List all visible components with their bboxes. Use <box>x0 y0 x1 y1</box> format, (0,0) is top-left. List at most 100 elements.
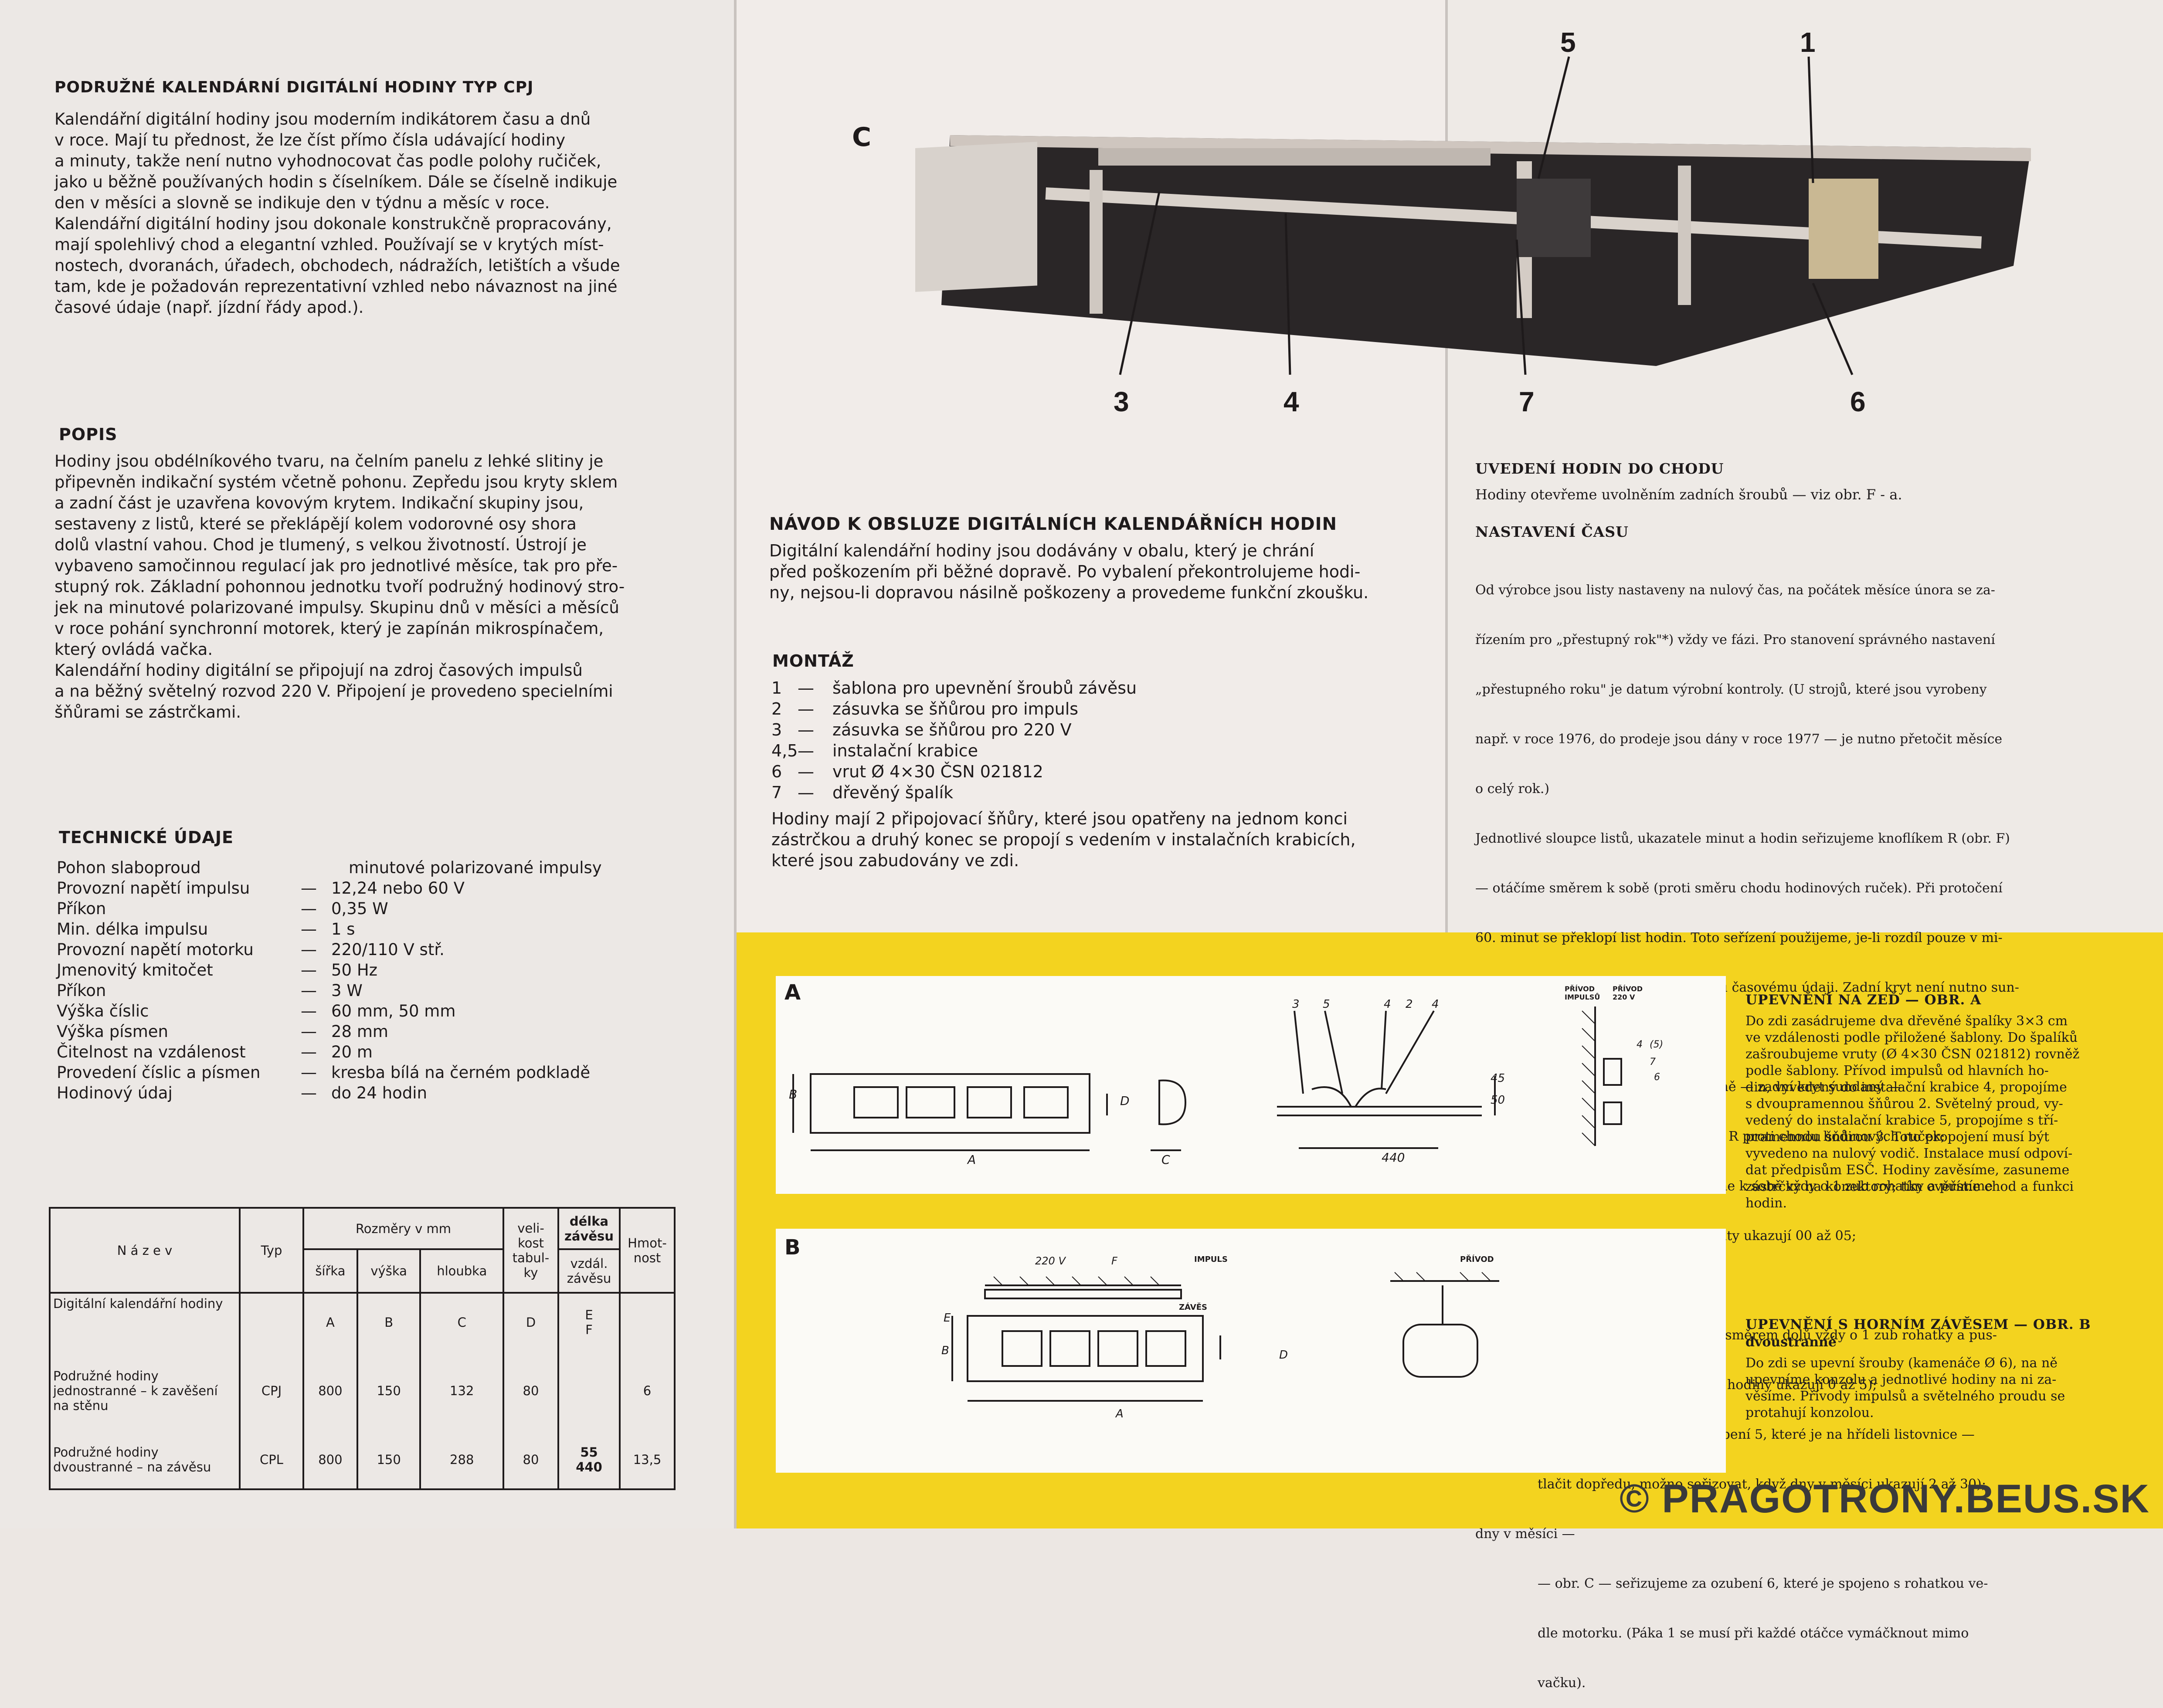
mechanism-photo <box>915 135 2031 366</box>
spec-row: Min. délka impulsu—1 s <box>57 920 355 939</box>
popis-line: připevněn indikační systém včetně pohonu… <box>54 473 618 491</box>
spec-row: Hodinový údaj—do 24 hodin <box>57 1084 428 1102</box>
spec-row: Provozní napětí motorku—220/110 V stř. <box>57 940 445 959</box>
dimensions-table: N á z e v Typ Rozměry v mm veli- kost ta… <box>49 1207 676 1491</box>
navod-heading: NÁVOD K OBSLUZE DIGITÁLNÍCH KALENDÁŘNÍCH… <box>769 514 1338 534</box>
part-4b: 4 <box>1432 998 1439 1011</box>
spec-row: Čitelnost na vzdálenost—20 m <box>57 1043 373 1061</box>
part-2: 2 <box>1406 998 1413 1011</box>
th-velikost: veli- kost tabul- ky <box>503 1207 559 1294</box>
part-5: 5 <box>1323 998 1330 1011</box>
popis-line: sestaveny z listů, které se překlápějí k… <box>54 515 577 533</box>
intro-line: Kalendářní digitální hodiny jsou dokonal… <box>54 214 612 233</box>
v220-label: 220 V <box>1035 1255 1066 1267</box>
popis-heading: POPIS <box>59 425 118 444</box>
dim-440: 440 <box>1382 1150 1405 1165</box>
callout-5: 5 <box>1560 27 1576 58</box>
popis-paragraph: Hodiny jsou obdélníkového tvaru, na čeln… <box>54 451 699 723</box>
spec-row: Provedení číslic a písmen—kresba bílá na… <box>57 1063 591 1082</box>
montaz-heading: MONTÁŽ <box>772 651 854 671</box>
side-part-7: 7 <box>1650 1057 1656 1068</box>
popis-line: a na běžný světelný rozvod 220 V. Připoj… <box>54 682 613 701</box>
popis-line: vybaveno samočinnou regulací jak pro jed… <box>54 556 618 575</box>
part-3: 3 <box>1292 998 1300 1011</box>
f-label: F <box>1111 1255 1117 1267</box>
spec-row: Provozní napětí impulsu—12,24 nebo 60 V <box>57 879 465 898</box>
mechanism-end-left <box>915 142 1037 292</box>
nastaveni-heading: NASTAVENÍ ČASU <box>1475 523 1629 540</box>
clock-front-b <box>967 1315 1204 1382</box>
th-nazev: N á z e v <box>49 1207 241 1294</box>
drawing-b-panel <box>776 1229 1726 1473</box>
intro-paragraph: Kalendářní digitální hodiny jsou moderní… <box>54 109 695 318</box>
popis-line: Hodiny jsou obdélníkového tvaru, na čeln… <box>54 452 604 471</box>
intro-line: v roce. Mají tu přednost, že lze číst př… <box>54 131 566 149</box>
dim-d-b: D <box>1279 1349 1288 1362</box>
clock-side-b <box>1402 1324 1478 1378</box>
callout-6: 6 <box>1850 386 1866 417</box>
watermark: © PRAGOTRONY.BEUS.SK <box>1619 1477 2150 1521</box>
th-delka: délka závěsu <box>557 1207 621 1250</box>
popis-line: šňůrami se zástrčkami. <box>54 703 241 722</box>
table-row: Podružné hodiny dvoustranné – na závěsu … <box>49 1431 676 1491</box>
table-row: Digitální kalendářní hodiny A B C D E F <box>49 1291 676 1351</box>
privod-impulsu-label: PŘÍVOD IMPULSŮ <box>1565 985 1600 1001</box>
tech-heading: TECHNICKÉ ÚDAJE <box>59 828 234 847</box>
drawing-b-svg <box>951 1272 1499 1402</box>
spec-row: Jmenovitý kmitočet—50 Hz <box>57 961 378 979</box>
drawing-a-label: A <box>784 980 801 1005</box>
popis-line: Kalendářní hodiny digitální se připojují… <box>54 661 583 680</box>
impuls-label: IMPULS <box>1194 1255 1228 1264</box>
th-typ: Typ <box>239 1207 304 1294</box>
table-row: Podružné hodiny jednostranné – k zavěšen… <box>49 1351 676 1431</box>
clock-front-a <box>810 1073 1090 1134</box>
dim-45: 45 <box>1491 1072 1505 1085</box>
spec-row: Příkon—3 W <box>57 981 363 1000</box>
spec-row: Příkon—0,35 W <box>57 899 388 918</box>
intro-line: a minuty, takže není nutno vyhodnocovat … <box>54 152 601 170</box>
intro-line: mají spolehlivý chod a elegantní vzhled.… <box>54 235 604 254</box>
uvedeni-heading: UVEDENÍ HODIN DO CHODU <box>1475 460 1724 477</box>
list-item: 4,5—instalační krabice <box>771 741 978 760</box>
intro-line: nostech, dvoranách, úřadech, obchodech, … <box>54 256 620 275</box>
document-title: PODRUŽNÉ KALENDÁRNÍ DIGITÁLNÍ HODINY TYP… <box>54 78 534 96</box>
obr-b-heading: UPEVNĚNÍ S HORNÍM ZÁVĚSEM — OBR. B <box>1745 1317 2091 1332</box>
callout-1: 1 <box>1800 27 1816 58</box>
uvedeni-text: Hodiny otevřeme uvolněním zadních šroubů… <box>1475 486 1902 503</box>
side-part-5: (5) <box>1650 1039 1664 1050</box>
popis-line: dolů vlastní vahou. Chod je tlumený, s v… <box>54 535 587 554</box>
dim-d-a: D <box>1120 1094 1130 1108</box>
popis-line: jek na minutové polarizované impulsy. Sk… <box>54 598 619 617</box>
intro-line: tam, kde je požadován reprezentativní vz… <box>54 277 618 296</box>
spec-row: Výška písmen—28 mm <box>57 1022 388 1041</box>
th-vzdal: vzdál. závěsu <box>557 1248 621 1294</box>
callout-lines <box>1119 56 1854 375</box>
callout-4: 4 <box>1284 386 1299 417</box>
th-rozmery: Rozměry v mm <box>302 1207 504 1250</box>
list-item: 2—zásuvka se šňůrou pro impuls <box>771 699 1079 718</box>
photo-label-c: C <box>852 122 872 152</box>
popis-line: a zadní část je uzavřena kovovým krytem.… <box>54 494 584 512</box>
list-item: 6—vrut Ø 4×30 ČSN 021812 <box>771 762 1043 781</box>
clock-side-a <box>1158 1079 1187 1125</box>
th-sirka: šířka <box>302 1248 358 1294</box>
spec-row: Výška číslic—60 mm, 50 mm <box>57 1002 456 1020</box>
th-hloubka: hloubka <box>419 1248 504 1294</box>
dim-e-b: E <box>944 1312 951 1325</box>
popis-line: který ovládá vačka. <box>54 640 213 659</box>
intro-line: jako u běžně používaných hodin s číselní… <box>54 173 618 191</box>
dim-a-a: A <box>968 1152 976 1167</box>
drawing-a-panel <box>776 976 1726 1194</box>
obr-b-text: Do zdi se upevní šrouby (kamenáče Ø 6), … <box>1745 1356 2065 1420</box>
zaves-label: ZÁVĚS <box>1179 1303 1207 1312</box>
montaz-list: 1—šablona pro upevnění šroubů závěsu 2—z… <box>771 678 1137 803</box>
dim-c-a: C <box>1161 1152 1170 1167</box>
dim-b-a: B <box>789 1087 798 1101</box>
side-part-4: 4 <box>1637 1039 1643 1050</box>
page-fold-left <box>734 0 737 1528</box>
dim-a-b: A <box>1116 1407 1124 1420</box>
popis-line: stupný rok. Základní pohonnou jednotku t… <box>54 577 625 596</box>
navod-paragraph: Digitální kalendářní hodiny jsou dodáván… <box>769 541 1369 602</box>
